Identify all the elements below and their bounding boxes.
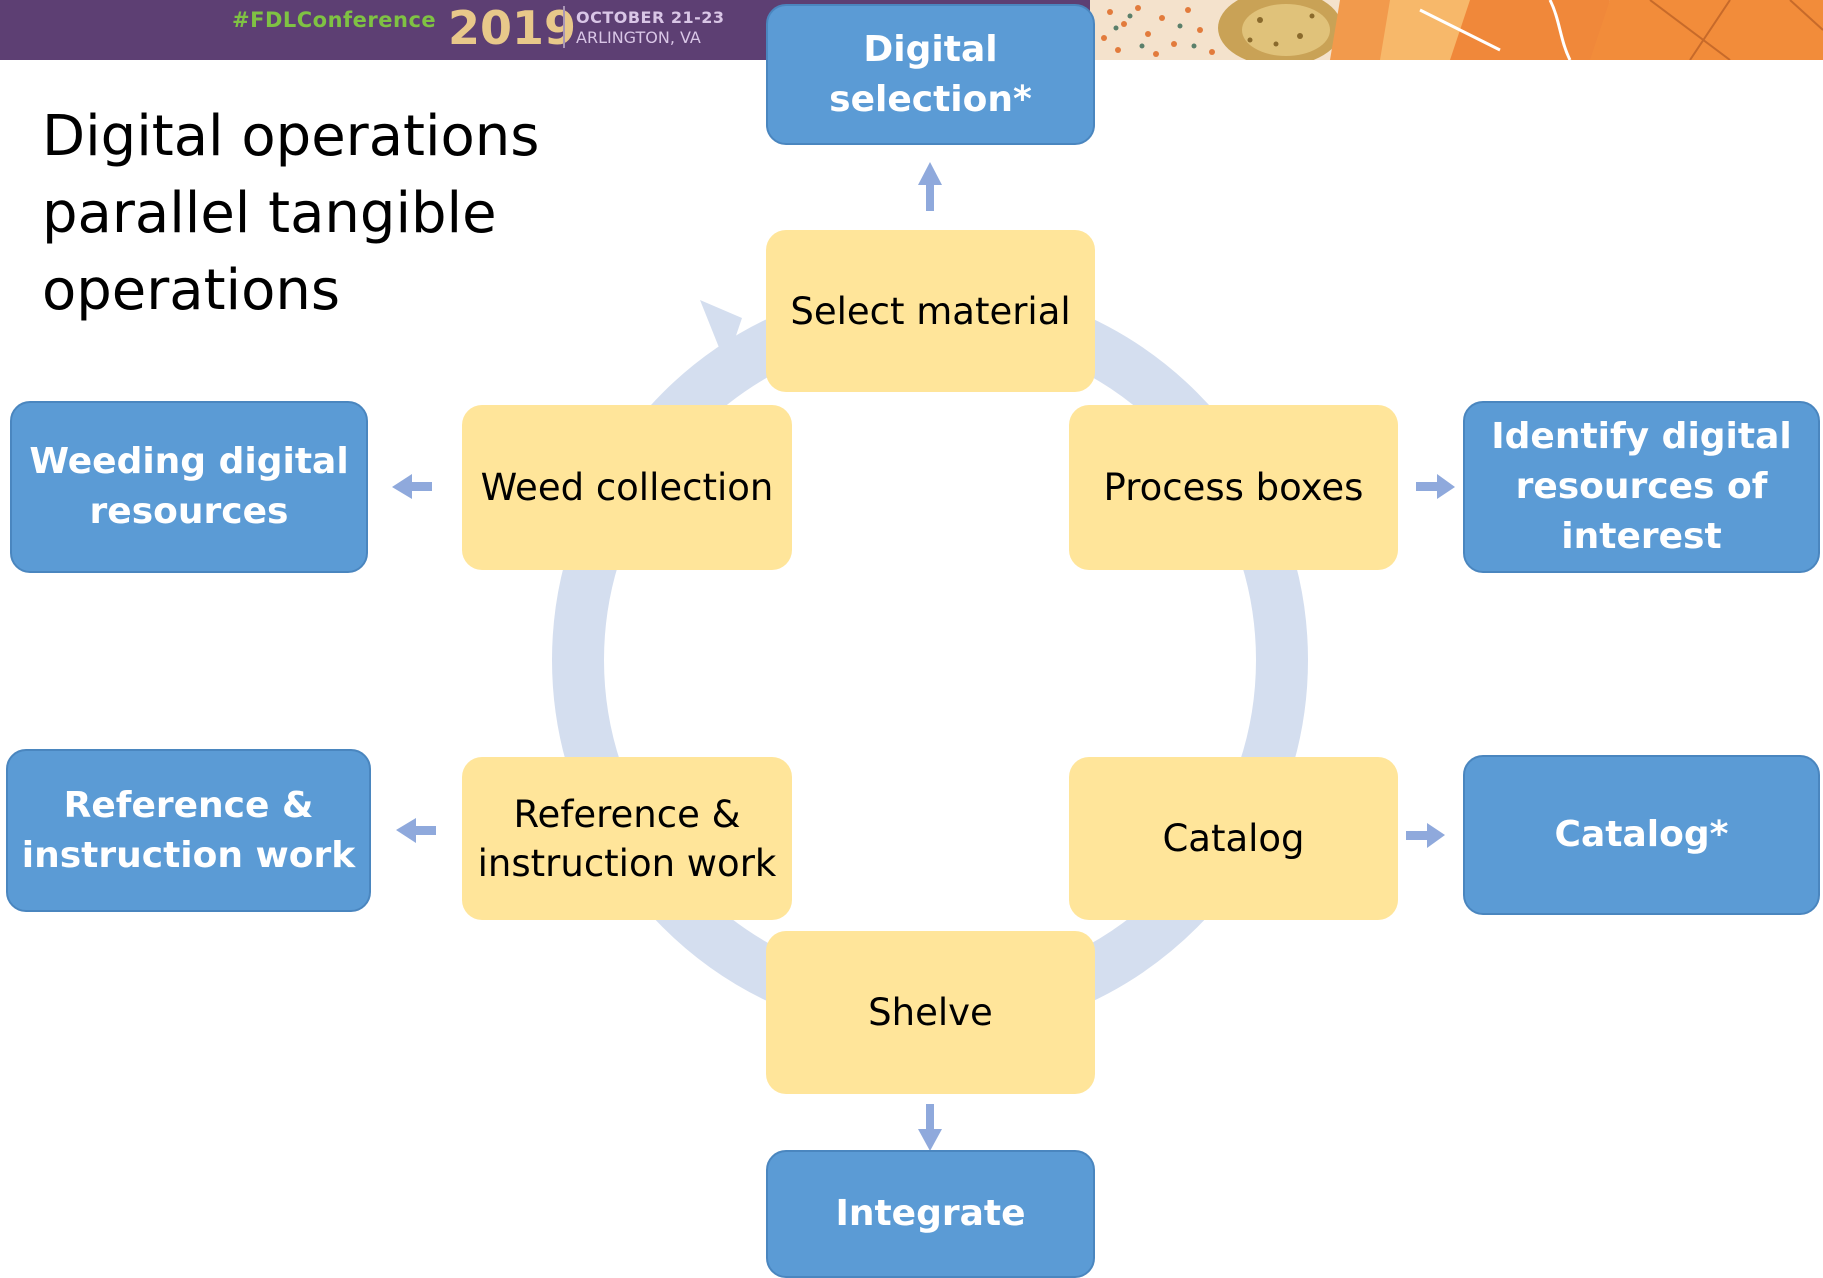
node-label: Digital selection* (829, 28, 1032, 120)
conference-year: 2019 (448, 1, 577, 55)
node-catalog-digital: Catalog* (1463, 755, 1820, 915)
node-label: Weeding digital resources (29, 441, 349, 532)
node-label: Catalog* (1554, 814, 1729, 855)
banner-divider (563, 6, 565, 48)
node-weed-collection: Weed collection (462, 405, 792, 570)
conference-dates: OCTOBER 21-23 (576, 8, 725, 27)
conference-hashtag: #FDLConference (232, 8, 437, 32)
arrow-down-icon (918, 1104, 942, 1151)
arrow-right-icon (1406, 823, 1445, 848)
node-label: Integrate (835, 1193, 1026, 1234)
autumn-leaves-art (1090, 0, 1823, 60)
node-label: Reference & instruction work (477, 792, 777, 885)
node-label: Weed collection (480, 466, 774, 509)
node-catalog: Catalog (1069, 757, 1398, 920)
node-integrate: Integrate (766, 1150, 1095, 1278)
title-line-3: operations (42, 258, 341, 323)
node-digital-selection: Digital selection* (766, 4, 1095, 145)
node-reference-instruction: Reference & instruction work (462, 757, 792, 920)
arrow-left-icon (396, 818, 436, 843)
slide-title: Digital operations parallel tangible ope… (42, 98, 602, 329)
node-select-material: Select material (766, 230, 1095, 392)
arrow-up-icon (918, 162, 942, 211)
conference-location: ARLINGTON, VA (576, 28, 701, 47)
arrow-right-icon (1416, 474, 1455, 499)
node-weeding-digital-resources: Weeding digital resources (10, 401, 368, 573)
title-line-1: Digital operations (42, 104, 540, 169)
title-line-2: parallel tangible (42, 181, 497, 246)
node-label: Shelve (868, 991, 993, 1034)
node-label: Identify digital resources of interest (1491, 416, 1792, 557)
node-label: Reference & instruction work (21, 784, 356, 876)
node-label: Catalog (1162, 817, 1305, 860)
node-label: Select material (790, 289, 1071, 333)
node-shelve: Shelve (766, 931, 1095, 1094)
node-process-boxes: Process boxes (1069, 405, 1398, 570)
node-reference-instruction-digital: Reference & instruction work (6, 749, 371, 912)
node-label: Process boxes (1103, 466, 1364, 509)
node-identify-digital-resources: Identify digital resources of interest (1463, 401, 1820, 573)
cycle-arrowhead (700, 300, 742, 365)
arrow-left-icon (392, 474, 432, 499)
